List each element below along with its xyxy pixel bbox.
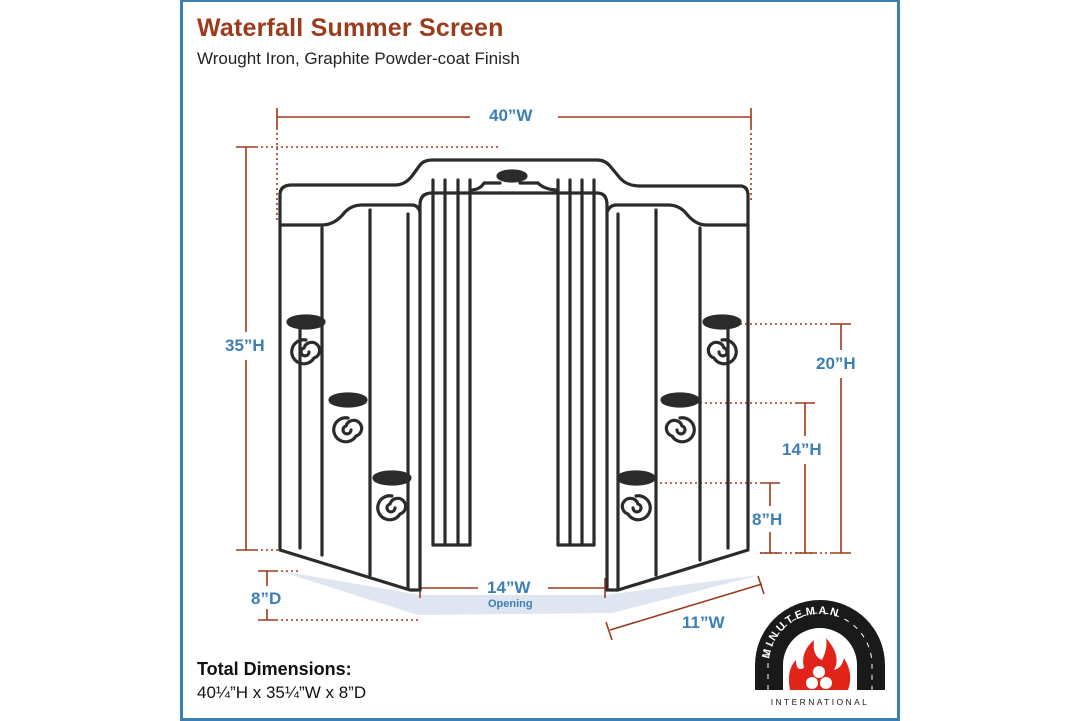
candle-holder <box>372 470 412 486</box>
panel-width-label: 11”W <box>680 613 727 633</box>
scroll-ornament <box>332 416 364 444</box>
fireplace-screen <box>278 158 750 592</box>
opening-caption: Opening <box>488 598 533 610</box>
top-candle-holder <box>496 169 528 183</box>
total-dimensions-value: 40¼”H x 35¼”W x 8”D <box>197 683 367 702</box>
low-holder-height-label: 8”H <box>750 510 785 530</box>
candle-holder <box>616 470 656 486</box>
scroll-ornament <box>664 416 696 444</box>
overall-height-label: 35”H <box>223 336 267 356</box>
product-title: Waterfall Summer Screen <box>197 14 504 42</box>
scroll-ornament <box>290 338 322 366</box>
logo-flame <box>788 638 851 690</box>
wing-height-label: 20”H <box>814 354 858 374</box>
scroll-ornament <box>376 494 408 522</box>
dimension-lines <box>236 108 851 641</box>
candle-holder <box>286 314 326 330</box>
opening-width-label: 14”W <box>487 578 531 597</box>
product-subtitle: Wrought Iron, Graphite Powder-coat Finis… <box>197 49 520 68</box>
scroll-ornament <box>706 338 738 366</box>
floor-footprint <box>276 570 760 615</box>
candle-holder <box>702 314 742 330</box>
total-dimensions-heading: Total Dimensions: <box>197 659 352 679</box>
scroll-ornament <box>620 494 652 522</box>
overall-width-label: 40”W <box>487 106 535 126</box>
depth-label: 8”D <box>249 589 284 609</box>
candle-holder <box>328 392 368 408</box>
minuteman-logo <box>755 600 885 690</box>
candle-holder <box>660 392 700 408</box>
middle-holder-height-label: 14”H <box>780 440 824 460</box>
